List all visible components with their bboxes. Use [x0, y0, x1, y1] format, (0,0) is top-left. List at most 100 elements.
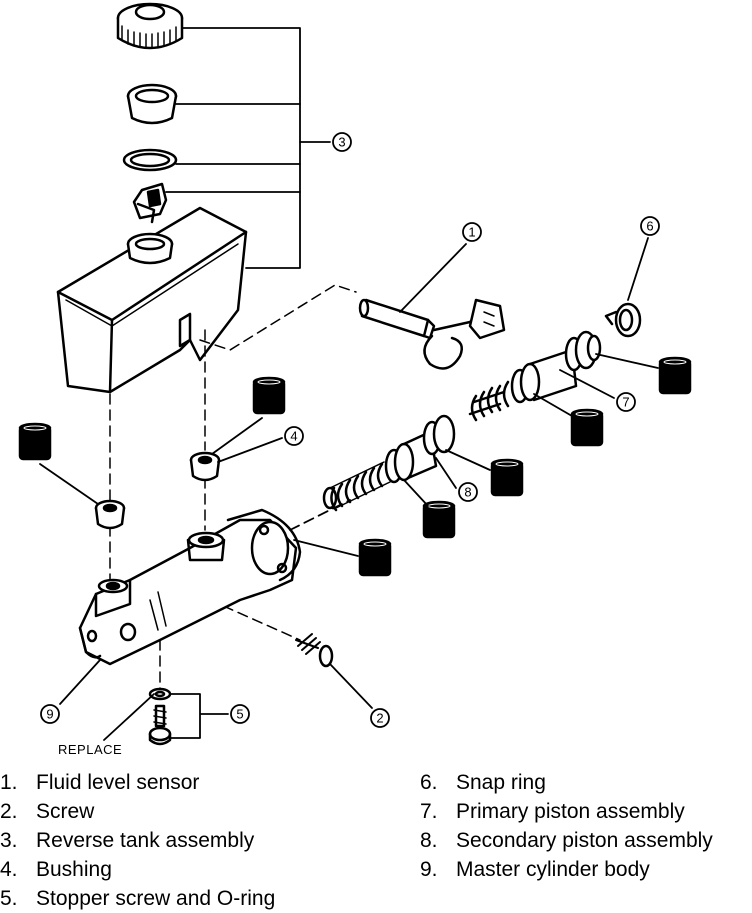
- legend-item: 5. Stopper screw and O-ring: [0, 884, 275, 913]
- brake-fluid-can-icon: BRAKE FLUID: [358, 538, 392, 577]
- legend-label: Primary piston assembly: [456, 800, 685, 823]
- legend-label: Master cylinder body: [456, 858, 650, 881]
- legend-item: 4. Bushing: [0, 855, 275, 884]
- legend-number: 5.: [0, 887, 18, 910]
- callout-3-circle: [332, 132, 352, 152]
- callout-4-leader: [217, 437, 283, 463]
- reservoir-float: [126, 83, 178, 125]
- callout-6-number: 6: [646, 219, 653, 234]
- svg-text:FLUID: FLUID: [432, 523, 447, 529]
- callout-5-leaders: [169, 693, 229, 739]
- callout-5-number: 5: [236, 707, 243, 722]
- legend-number: 1.: [0, 771, 18, 794]
- svg-text:BRAKE: BRAKE: [666, 372, 684, 378]
- fluid-leader-7: [595, 353, 659, 369]
- legend-number: 2.: [0, 800, 18, 823]
- callout-6-leader: [627, 237, 649, 301]
- callout-1-number: 1: [468, 225, 475, 240]
- svg-text:FLUID: FLUID: [368, 561, 383, 567]
- reservoir-strainer: [132, 182, 168, 224]
- legend-item: 2. Screw: [0, 797, 275, 826]
- brake-fluid-can-icon: BRAKE FLUID: [658, 356, 692, 395]
- brake-fluid-can-icon: BRAKE FLUID: [252, 376, 286, 415]
- svg-text:BRAKE: BRAKE: [26, 438, 44, 444]
- legend-number: 9.: [420, 858, 438, 881]
- fluid-level-sensor: [358, 298, 506, 370]
- legend-item: 6. Snap ring: [420, 768, 713, 797]
- exploded-parts-diagram: 3 1 6 7: [18, 2, 692, 746]
- screw: [295, 633, 334, 668]
- fluid-leader-1: [39, 463, 99, 505]
- fluid-leader-2: [211, 417, 263, 455]
- fluid-leader-5: [445, 449, 491, 471]
- callout-1-leader: [399, 243, 467, 313]
- callout-9-number: 9: [46, 707, 53, 722]
- callout-4-number: 4: [290, 429, 297, 444]
- legend-label: Bushing: [36, 858, 112, 881]
- callout-3-number: 3: [338, 135, 345, 150]
- legend-item: 9. Master cylinder body: [420, 855, 713, 884]
- reservoir-filter-ring: [122, 148, 178, 172]
- callout-2-leader: [329, 663, 373, 709]
- master-cylinder-body: [78, 508, 302, 666]
- legend-item: 7. Primary piston assembly: [420, 797, 713, 826]
- brake-fluid-can-icon: BRAKE FLUID: [490, 458, 524, 497]
- legend-number: 4.: [0, 858, 18, 881]
- snap-ring: [604, 302, 642, 338]
- primary-piston-assembly: [468, 330, 602, 422]
- brake-fluid-can-icon: BRAKE FLUID: [570, 408, 604, 447]
- replace-leader: [103, 693, 155, 741]
- secondary-piston-assembly: [322, 414, 456, 512]
- legend-number: 8.: [420, 829, 438, 852]
- legend-number: 6.: [420, 771, 438, 794]
- brake-fluid-can-icon: BRAKE FLUID: [18, 422, 52, 461]
- svg-text:FLUID: FLUID: [28, 445, 43, 451]
- replace-label: REPLACE: [58, 742, 123, 757]
- body-to-piston-line: [289, 499, 351, 531]
- fluid-leader-6: [533, 393, 573, 417]
- legend-item: 8. Secondary piston assembly: [420, 826, 713, 855]
- svg-text:BRAKE: BRAKE: [260, 392, 278, 398]
- legend-item: 1. Fluid level sensor: [0, 768, 275, 797]
- callout-9-circle: [40, 704, 60, 724]
- bushing-right: [189, 451, 221, 482]
- reservoir-tank: [56, 206, 248, 394]
- svg-text:FLUID: FLUID: [500, 481, 515, 487]
- legend-number: 7.: [420, 800, 438, 823]
- brake-fluid-can-icon: BRAKE FLUID: [422, 500, 456, 539]
- callout-8-leader: [435, 457, 457, 489]
- legend-item: 3. Reverse tank assembly: [0, 826, 275, 855]
- callout-4-circle: [284, 426, 304, 446]
- callout-8-circle: [458, 482, 478, 502]
- legend-number: 3.: [0, 829, 18, 852]
- legend-right-column: 6. Snap ring 7. Primary piston assembly 8.…: [420, 768, 713, 884]
- callout-5-circle: [230, 704, 250, 724]
- stopper-screw: [148, 704, 172, 746]
- callout-7-leader: [559, 369, 615, 399]
- callout-9-leader: [59, 659, 101, 705]
- svg-text:BRAKE: BRAKE: [430, 516, 448, 522]
- callout-1-circle: [462, 222, 482, 242]
- svg-text:BRAKE: BRAKE: [498, 474, 516, 480]
- svg-text:FLUID: FLUID: [262, 399, 277, 405]
- callout-3-leaders: [165, 27, 331, 269]
- legend-left-column: 1. Fluid level sensor 2. Screw 3. Reverse t…: [0, 768, 275, 913]
- callout-7-number: 7: [622, 395, 629, 410]
- reservoir-cap: [116, 2, 184, 50]
- legend-label: Fluid level sensor: [36, 771, 200, 794]
- callout-6-circle: [640, 216, 660, 236]
- callout-7-circle: [616, 392, 636, 412]
- fluid-leader-4: [403, 479, 429, 507]
- bushing-left: [94, 499, 126, 530]
- svg-text:BRAKE: BRAKE: [578, 424, 596, 430]
- legend-label: Secondary piston assembly: [456, 829, 713, 852]
- legend-label: Snap ring: [456, 771, 546, 794]
- legend-label: Stopper screw and O-ring: [36, 887, 276, 910]
- legend-label: Reverse tank assembly: [36, 829, 255, 852]
- callout-8-number: 8: [464, 485, 471, 500]
- legend-label: Screw: [36, 800, 95, 823]
- fluid-leader-3: [293, 539, 359, 557]
- callout-2-number: 2: [376, 711, 383, 726]
- svg-text:FLUID: FLUID: [580, 431, 595, 437]
- callout-2-circle: [370, 708, 390, 728]
